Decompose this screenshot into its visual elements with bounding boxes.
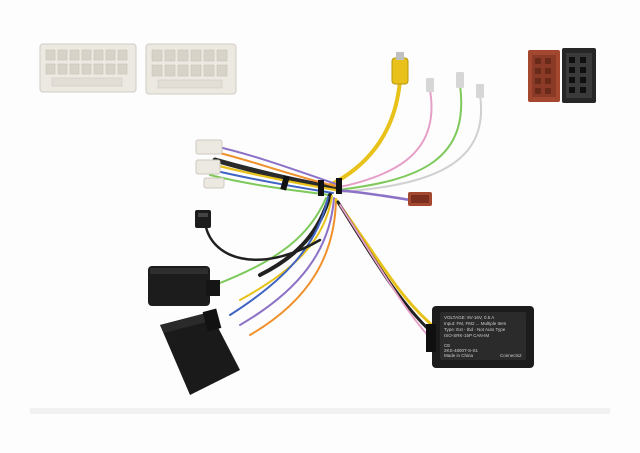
rca-connector-icon [391, 52, 409, 85]
small-interface-box [148, 266, 220, 306]
cable-ties [280, 175, 342, 196]
label-line-8: Made in China [444, 353, 474, 358]
label-line-4: ISO-SRK-15P CAN-IM [444, 333, 489, 338]
white-plug-cluster [195, 139, 225, 189]
down-purple [239, 197, 335, 326]
module-label-text: VOLTAGE: 9V-16V, 0.5 A Input: FM, FM2 ..… [444, 315, 522, 358]
down-yellow [239, 195, 333, 301]
green-wire [337, 84, 463, 191]
down-orange [249, 198, 337, 336]
white-connector-small [39, 43, 137, 93]
small-black-connector [195, 210, 211, 228]
module-label-panel [440, 312, 526, 360]
white-wire [339, 94, 483, 193]
label-line-3: Type: Ext - tbd - Not Auto Type [444, 327, 506, 332]
purple-wire [333, 188, 412, 202]
label-line-6: CE [444, 343, 450, 348]
label-line-2: Input: FM, FM2 ... Multiple Item [444, 321, 507, 326]
yellow-rca-wire [328, 78, 402, 187]
module-brand: Connects2 [500, 353, 522, 358]
small-red-plug [408, 192, 432, 206]
black-iso-block [562, 48, 596, 103]
label-line-1: VOLTAGE: 9V-16V, 0.5 A [444, 315, 494, 320]
iso-connector-icon [528, 48, 596, 103]
black-loop-wire [203, 220, 322, 261]
trunk-purple [209, 144, 337, 185]
red-iso-block [528, 50, 560, 102]
label-line-7: 2KS-4800T-S-S1 [444, 348, 479, 353]
white-connector-large [145, 43, 237, 95]
floor-shadow [30, 408, 610, 414]
main-module: VOLTAGE: 9V-16V, 0.5 A Input: FM, FM2 ..… [426, 306, 534, 368]
pin-terminals [426, 72, 484, 98]
down-green [214, 197, 327, 286]
large-interface-box [160, 308, 240, 395]
down-blue [229, 196, 329, 316]
right-module-yellow [334, 198, 440, 332]
pink-wire [334, 89, 433, 189]
